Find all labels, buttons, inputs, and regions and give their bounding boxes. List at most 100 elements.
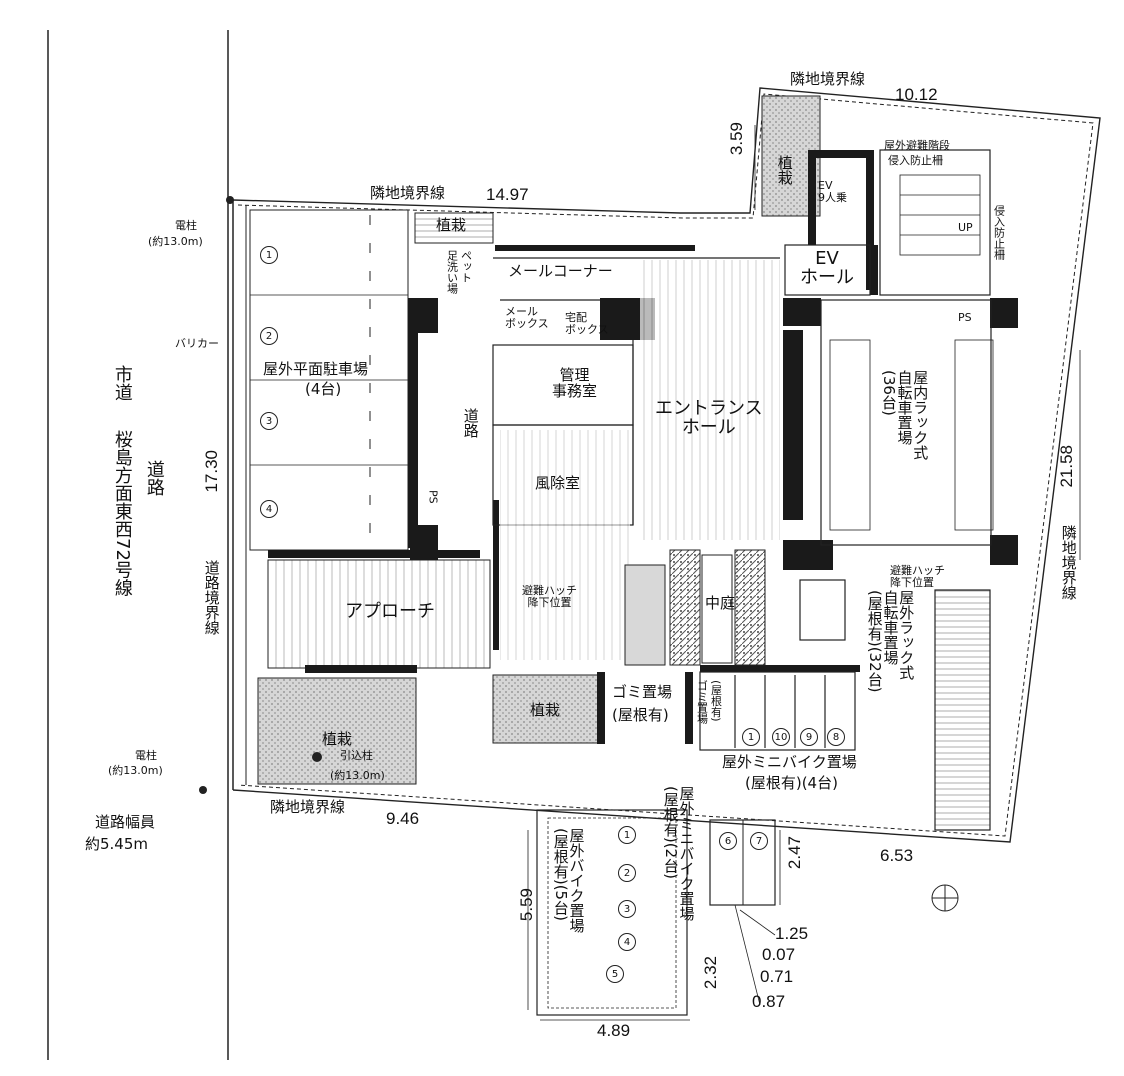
road-width-value: 約5.45m xyxy=(85,835,149,853)
dim-left-height: 17.30 xyxy=(202,450,221,493)
pole-top-height: (約13.0m) xyxy=(148,235,203,248)
ps-right-label: PS xyxy=(958,311,972,324)
lead-pole-height: (約13.0m) xyxy=(330,769,385,782)
neighbor-boundary-right-label: 隣地境界線 xyxy=(1059,525,1078,600)
bike-5-label: 屋外バイク置場 (屋根有)(5台) xyxy=(551,828,586,933)
dim-minibike-lower: 2.32 xyxy=(701,956,720,990)
emergency-stair-label: 屋外避難階段 xyxy=(884,139,950,152)
dim-top-boundary: 14.97 xyxy=(486,185,529,204)
dim-0-71: 0.71 xyxy=(760,967,794,986)
dim-1-25: 1.25 xyxy=(775,924,809,943)
barricade-label: バリカー xyxy=(175,337,219,350)
windbreak-floor xyxy=(500,430,630,660)
minibike-number-8: 8 xyxy=(827,728,845,746)
courtyard-right xyxy=(734,549,766,666)
pole-top-label: 電柱 xyxy=(175,219,197,232)
dim-0-07: 0.07 xyxy=(762,945,796,964)
planting-center-label: 植栽 xyxy=(530,701,561,719)
courtyard-left xyxy=(669,549,701,666)
bike-parking-bottom xyxy=(536,809,776,1016)
dim-bottom-right: 6.53 xyxy=(880,846,914,865)
dim-minibike-height: 2.47 xyxy=(785,836,804,870)
road-word-label: 道路 xyxy=(143,460,165,496)
parking-number-3: 3 xyxy=(260,412,278,430)
minibike2-number-6: 6 xyxy=(719,832,737,850)
mail-box-label: メール ボックス xyxy=(505,305,549,330)
intrusion-prevention-right-label: 侵入防止柵 xyxy=(992,205,1006,260)
lead-pole-label: 引込柱 xyxy=(340,749,373,762)
planting-top-label: 植栽 xyxy=(775,155,794,185)
bike-number-2: 2 xyxy=(618,864,636,882)
minibike2-number-7: 7 xyxy=(750,832,768,850)
bike-number-5: 5 xyxy=(606,965,624,983)
parking-count-label: (4台) xyxy=(305,380,342,398)
rescue-hatch-label: 避難ハッチ 降下位置 xyxy=(522,584,577,609)
garbage-small-roof-label: (屋根有) xyxy=(709,680,723,722)
rescue-hatch-right-label: 避難ハッチ 降下位置 xyxy=(890,564,945,589)
north-arrow-icon xyxy=(931,884,959,912)
minibike-2-label: 屋外ミニバイク置場 (屋根有)(2台) xyxy=(661,786,696,921)
courtyard-gray xyxy=(624,564,666,666)
parking-number-2: 2 xyxy=(260,327,278,345)
planting-bottom-label: 植栽 xyxy=(322,730,353,748)
pole-bottom-height: (約13.0m) xyxy=(108,764,163,777)
dim-bottom-boundary: 9.46 xyxy=(386,809,420,828)
bike-number-1: 1 xyxy=(618,826,636,844)
road-boundary-label: 道路境界線 xyxy=(202,560,221,635)
windbreak-room-label: 風除室 xyxy=(535,474,581,492)
dimension-lines xyxy=(227,125,1081,1021)
planting-upper-area xyxy=(414,212,494,244)
emergency-stair xyxy=(899,174,981,256)
pole-markers xyxy=(199,196,322,794)
dim-top-right-boundary: 10.12 xyxy=(895,85,938,104)
minibike-4-count-label: (屋根有)(4台) xyxy=(745,774,838,792)
approach-label: アプローチ xyxy=(345,601,435,622)
planting-upper-label: 植栽 xyxy=(436,216,467,234)
neighbor-boundary-top-label: 隣地境界線 xyxy=(370,184,446,202)
minibike-number-9: 9 xyxy=(800,728,818,746)
neighbor-boundary-top-right-label: 隣地境界線 xyxy=(790,70,866,88)
mail-corner-label: メールコーナー xyxy=(508,262,613,280)
elevator-label: EV 9人乗 xyxy=(818,179,847,204)
minibike-4-label: 屋外ミニバイク置場 xyxy=(722,753,857,771)
intrusion-prevention-label: 侵入防止柵 xyxy=(888,154,943,167)
road-width-label: 道路幅員 xyxy=(95,813,156,831)
courtyard-center xyxy=(701,554,733,664)
stair-up-label: UP xyxy=(958,221,973,234)
outdoor-bike-label: 屋外ラック式 自転車置場 (屋根有)(32台) xyxy=(865,590,916,693)
parking-number-1: 1 xyxy=(260,246,278,264)
planting-bottom-area xyxy=(257,677,417,785)
entrance-hall-label: エントランス ホール xyxy=(655,398,763,438)
garbage-label: ゴミ置場 xyxy=(612,683,673,701)
minibike-number-10: 10 xyxy=(772,728,790,746)
bike-number-4: 4 xyxy=(618,933,636,951)
garbage-small-label: ゴミ置場 xyxy=(695,680,709,724)
city-road-label: 市道 xyxy=(111,365,133,401)
interior-lines xyxy=(492,149,994,831)
dim-right-height: 21.58 xyxy=(1057,445,1076,488)
dim-0-87: 0.87 xyxy=(752,992,786,1011)
courtyard-label: 中庭 xyxy=(705,594,736,612)
ev-hall-label: EV ホール xyxy=(800,248,854,288)
garbage-roof-label: (屋根有) xyxy=(612,706,669,724)
dim-top-offset: 3.59 xyxy=(727,122,746,156)
parking-label: 屋外平面駐車場 xyxy=(263,360,369,378)
foot-wash-label: 足洗い場 xyxy=(445,250,459,294)
site-boundary xyxy=(232,87,1101,843)
neighbor-boundary-bottom-label: 隣地境界線 xyxy=(270,798,346,816)
road-name-label: 桜島方面東西72号線 xyxy=(111,430,133,597)
parking-number-4: 4 xyxy=(260,500,278,518)
dim-bike-area-width: 4.89 xyxy=(597,1021,631,1040)
indoor-bike-label: 屋内ラック式 自転車置場 (36台) xyxy=(879,370,930,460)
minibike-number-1: 1 xyxy=(742,728,760,746)
bike-number-3: 3 xyxy=(618,900,636,918)
approach-area xyxy=(267,559,491,669)
planting-center-area xyxy=(492,674,600,744)
pole-bottom-label: 電柱 xyxy=(135,749,157,762)
road-lines xyxy=(47,30,247,1060)
inner-road-label: 道路 xyxy=(461,408,480,438)
entrance-hall-floor xyxy=(640,260,780,540)
dim-bike-area-height: 5.59 xyxy=(517,888,536,922)
management-office-label: 管理 事務室 xyxy=(552,366,598,400)
